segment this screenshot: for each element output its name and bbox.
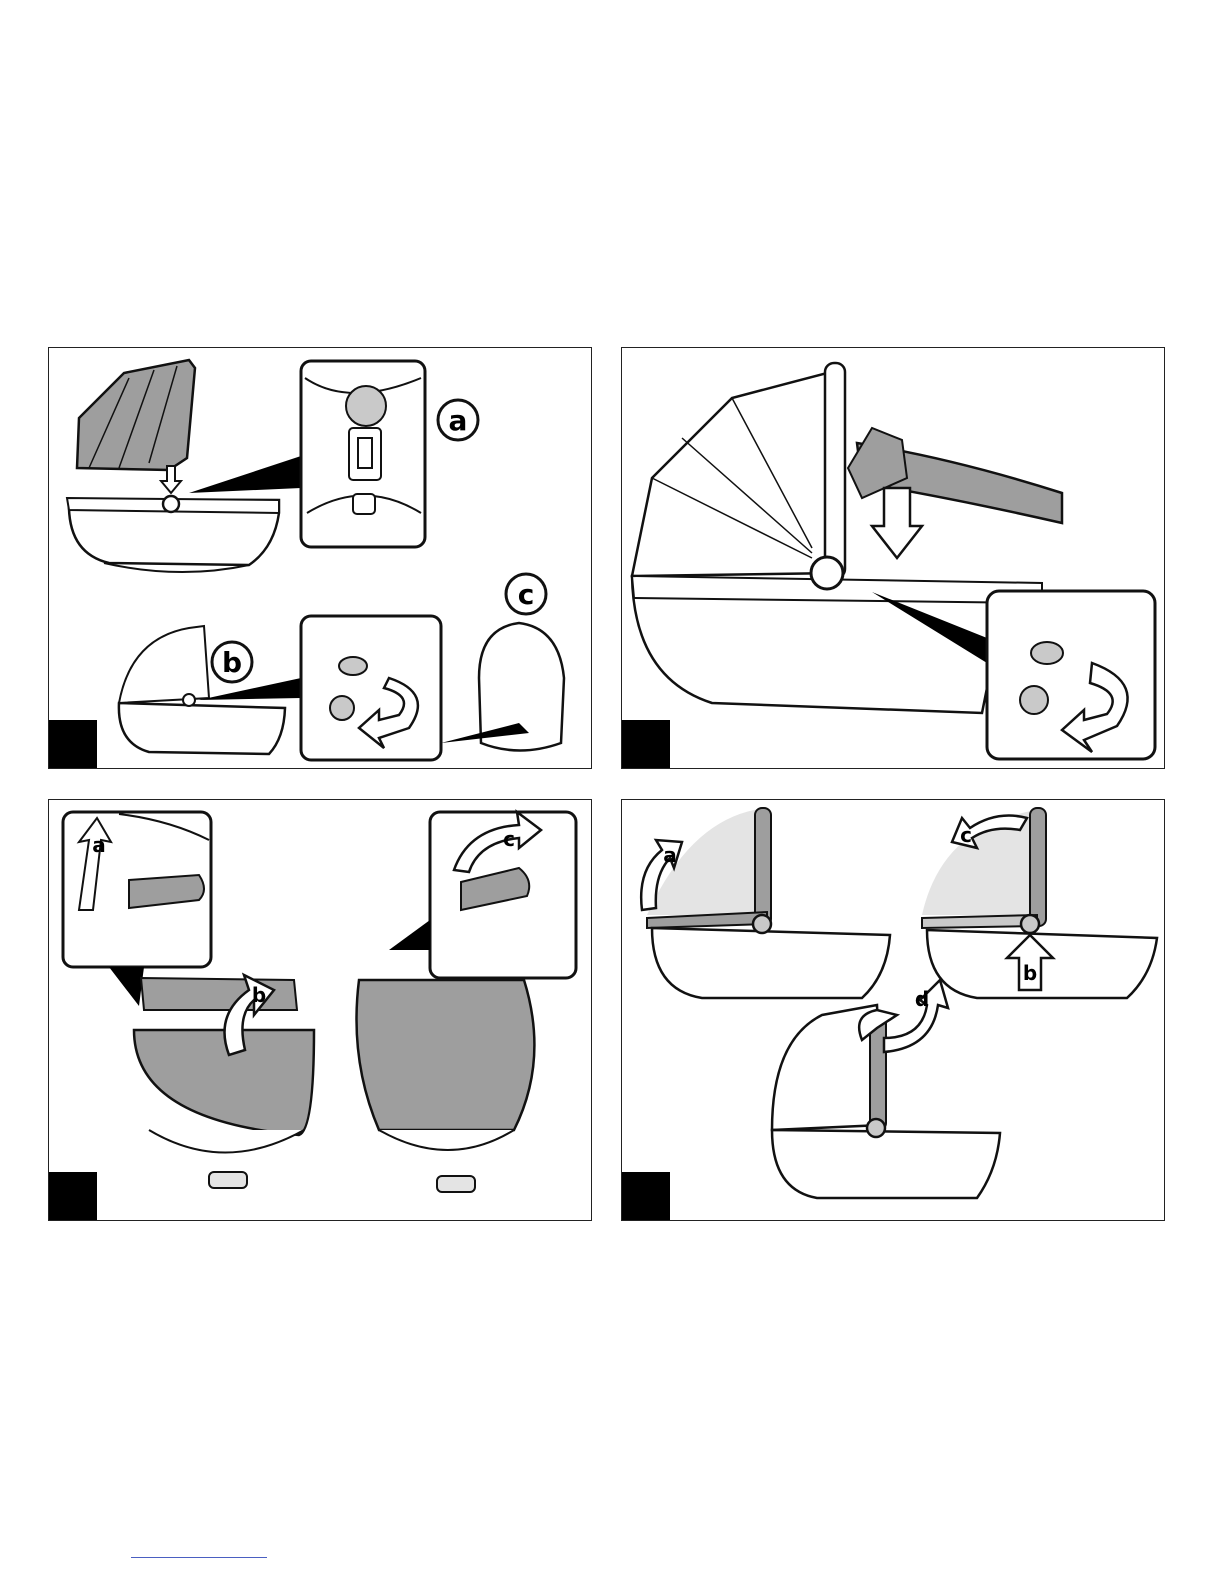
bassinet-d bbox=[772, 1130, 1000, 1198]
callout-a: a bbox=[663, 843, 677, 867]
panel-3: a b c bbox=[48, 799, 592, 1221]
down-arrow-icon bbox=[872, 488, 922, 558]
panel-4: a c b d bbox=[621, 799, 1165, 1221]
panel-1-illustration: a b c bbox=[49, 348, 592, 769]
step-number-block bbox=[49, 1172, 97, 1220]
footer-rule bbox=[131, 1557, 267, 1558]
callout-c: c bbox=[503, 827, 515, 851]
callout-b: b bbox=[222, 646, 242, 679]
callout-b: b bbox=[1023, 961, 1037, 985]
apron-cover bbox=[134, 1030, 314, 1135]
callout-b: b bbox=[252, 983, 266, 1007]
panel-1: a b c bbox=[48, 347, 592, 769]
callout-a: a bbox=[92, 833, 106, 857]
panel-4-illustration: a c b d bbox=[622, 800, 1165, 1221]
apron-cover-2 bbox=[357, 980, 535, 1130]
callout-c: c bbox=[960, 823, 972, 847]
callout-d: d bbox=[915, 987, 929, 1011]
bassinet-small bbox=[119, 703, 285, 754]
panel-2-illustration bbox=[622, 348, 1165, 769]
panel-2 bbox=[621, 347, 1165, 769]
bassinet-a bbox=[652, 928, 890, 998]
callout-c: c bbox=[518, 578, 535, 611]
step-number-block bbox=[622, 1172, 670, 1220]
panel-3-illustration: a b c bbox=[49, 800, 592, 1221]
callout-a: a bbox=[449, 404, 468, 437]
step-number-block bbox=[622, 720, 670, 768]
step-number-block bbox=[49, 720, 97, 768]
